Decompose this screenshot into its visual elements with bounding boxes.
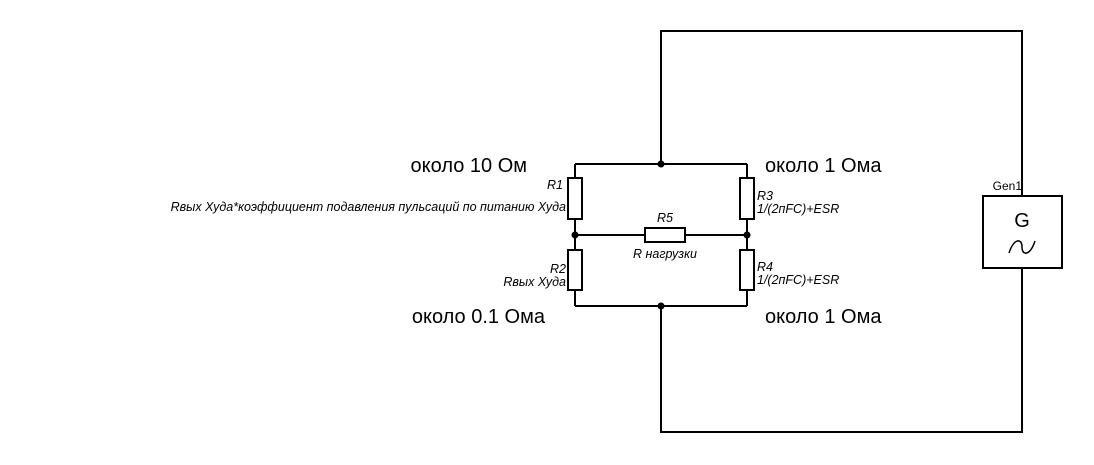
- annotation-top-left: около 10 Ом: [411, 155, 527, 177]
- r2-value: Rвых Худа: [503, 275, 566, 289]
- resistor-r3[interactable]: [739, 177, 755, 220]
- r3-value: 1/(2пFC)+ESR: [757, 202, 839, 216]
- resistor-r4[interactable]: [739, 249, 755, 291]
- junction-right: [743, 231, 751, 239]
- generator-gen1[interactable]: [982, 195, 1063, 269]
- wire-top-loop: [660, 30, 1023, 196]
- resistor-r2[interactable]: [567, 249, 583, 291]
- annotation-bottom-right: около 1 Ома: [765, 306, 882, 328]
- annotation-bottom-left: около 0.1 Ома: [412, 306, 546, 328]
- generator-symbol: G: [1014, 210, 1030, 232]
- generator-label: Gen1: [993, 179, 1023, 193]
- sine-wave-icon: [1008, 240, 1036, 254]
- r1-value: Rвых Худа*коэффициент подавления пульсац…: [171, 200, 566, 214]
- r4-name: R4: [757, 260, 773, 274]
- r4-value: 1/(2пFC)+ESR: [757, 273, 839, 287]
- r3-name: R3: [757, 189, 773, 203]
- r5-name: R5: [657, 211, 673, 225]
- resistor-r1[interactable]: [567, 177, 583, 220]
- junction-top: [657, 160, 665, 168]
- r5-value: R нагрузки: [633, 247, 697, 261]
- r1-name: R1: [547, 178, 563, 192]
- wire-bottom-loop: [660, 268, 1023, 433]
- resistor-r5[interactable]: [644, 227, 686, 243]
- junction-left: [571, 231, 579, 239]
- junction-bottom: [657, 302, 665, 310]
- r2-name: R2: [550, 262, 566, 276]
- annotation-top-right: около 1 Ома: [765, 155, 882, 177]
